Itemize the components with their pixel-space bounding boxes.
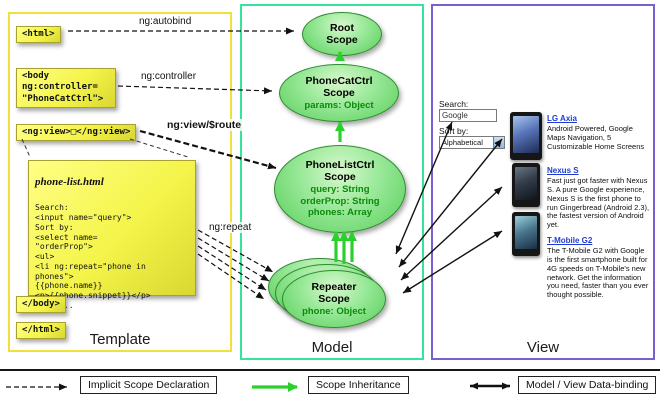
phone-list-template-box: phone-list.html Search: <input name="que…: [28, 160, 196, 310]
phone-thumbnail-lg-axia[interactable]: [510, 112, 542, 160]
phonecatctrl-scope-ellipse: PhoneCatCtrl Scope params: Object: [279, 64, 399, 122]
phone-list-item: LG Axia Android Powered, Google Maps Nav…: [547, 114, 651, 152]
legend-label-data-binding: Model / View Data-binding: [518, 376, 657, 394]
phone-thumbnail-tmobile-g2[interactable]: [512, 212, 540, 256]
phone-link-nexus-s[interactable]: Nexus S: [547, 166, 579, 175]
phone-screen: [515, 167, 537, 200]
html-close-tag-box: </html>: [16, 322, 66, 340]
search-input[interactable]: [439, 109, 497, 122]
phonecatctrl-scope-props: params: Object: [304, 99, 374, 111]
implicit-declaration-arrow-sample: [6, 383, 67, 391]
repeater-scope-title: Repeater Scope: [311, 280, 357, 305]
model-panel-label: Model: [311, 339, 353, 356]
phonecatctrl-scope-title: PhoneCatCtrl Scope: [305, 74, 373, 99]
phone-link-tmobile-g2[interactable]: T-Mobile G2: [547, 236, 593, 245]
search-label: Search:: [439, 99, 469, 109]
phonelistctrl-scope-title: PhoneListCtrl Scope: [305, 159, 375, 184]
phone-description-lg-axia: Android Powered, Google Maps Navigation,…: [547, 124, 645, 151]
model-panel: Root Scope PhoneCatCtrl Scope params: Ob…: [240, 4, 424, 360]
view-panel: Search: Sort by: Alphabetical ▾ LG Axia …: [431, 4, 655, 360]
phone-list-code: Search: <input name="query"> Sort by: <s…: [35, 203, 151, 310]
phone-thumbnail-nexus-s[interactable]: [512, 163, 540, 207]
ng-autobind-label: ng:autobind: [138, 16, 193, 27]
phone-list-filename: phone-list.html: [35, 176, 104, 189]
sort-label: Sort by:: [439, 126, 469, 136]
root-scope-ellipse: Root Scope: [302, 12, 382, 56]
scope-inheritance-arrow-sample: [252, 382, 298, 392]
phone-link-lg-axia[interactable]: LG Axia: [547, 114, 577, 123]
legend-label-scope-inheritance: Scope Inheritance: [308, 376, 409, 394]
ng-view-tag-box: <ng:view>□</ng:view>: [16, 124, 137, 142]
html-open-tag-box: <html>: [16, 26, 61, 44]
phone-list-item: Nexus S Fast just got faster with Nexus …: [547, 166, 651, 230]
legend-label-implicit-scope: Implicit Scope Declaration: [80, 376, 218, 394]
body-controller-tag-box: <body ng:controller= "PhoneCatCtrl">: [16, 68, 116, 108]
ng-controller-label: ng:controller: [140, 71, 198, 82]
repeater-scope-ellipse: Repeater Scope phone: Object: [282, 270, 386, 328]
sort-select-value: Alphabetical: [442, 138, 483, 147]
ng-view-route-label: ng:view/$route: [166, 119, 243, 131]
template-panel-label: Template: [89, 331, 151, 348]
phone-description-nexus-s: Fast just got faster with Nexus S. A pur…: [547, 176, 650, 230]
legend-divider: [0, 369, 660, 371]
phone-screen: [513, 116, 539, 153]
chevron-down-icon: ▾: [493, 137, 504, 148]
data-binding-arrow-sample: [470, 382, 510, 390]
phone-screen: [515, 216, 537, 249]
template-panel: <html> <body ng:controller= "PhoneCatCtr…: [8, 12, 232, 352]
phone-description-tmobile-g2: The T-Mobile G2 with Google is the first…: [547, 246, 649, 300]
phone-list-item: T-Mobile G2 The T-Mobile G2 with Google …: [547, 236, 651, 300]
view-panel-label: View: [526, 339, 560, 356]
sort-select[interactable]: Alphabetical ▾: [439, 136, 505, 149]
body-close-tag-box: </body>: [16, 296, 66, 314]
phonelistctrl-scope-props: query: String orderProp: String phones: …: [300, 184, 380, 219]
root-scope-title: Root Scope: [326, 21, 358, 46]
ng-repeat-label: ng:repeat: [208, 222, 253, 233]
phonelistctrl-scope-ellipse: PhoneListCtrl Scope query: String orderP…: [274, 145, 406, 233]
repeater-scope-props: phone: Object: [302, 305, 366, 317]
